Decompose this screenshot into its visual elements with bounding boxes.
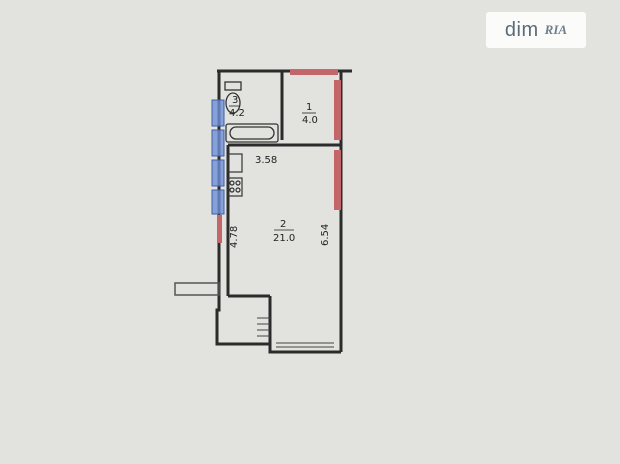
stairs <box>257 317 334 348</box>
dimension-right: 6.54 <box>320 224 331 246</box>
room-labels: 3 4.2 1 4.0 2 21.0 <box>229 95 318 244</box>
fixture-counter <box>211 189 225 215</box>
fixture-bath-end <box>211 129 225 157</box>
room-number-2: 2 <box>280 219 286 230</box>
toilet-icon <box>224 81 242 114</box>
wall-balcony <box>268 310 341 354</box>
windows <box>217 70 341 243</box>
entrance-frame <box>174 282 220 296</box>
room-number-1: 1 <box>306 102 312 113</box>
fixture-stove <box>211 159 225 187</box>
fixtures <box>211 99 225 215</box>
entrance <box>174 282 220 296</box>
stove-icon <box>227 177 243 197</box>
dimension-labels: 3.58 4.78 6.54 <box>229 155 331 248</box>
room-number-3: 3 <box>232 95 238 106</box>
wall-lower-left <box>215 296 270 346</box>
dimension-left: 4.78 <box>229 226 240 248</box>
fixture-sink <box>211 99 225 127</box>
watermark-text: dim <box>504 18 539 41</box>
window-right-lower <box>334 150 341 210</box>
window-left <box>217 215 222 243</box>
dimension-width: 3.58 <box>255 155 277 166</box>
window-right-upper <box>334 80 341 140</box>
kitchen-sink-icon <box>227 153 243 173</box>
room-area-1: 4.0 <box>302 115 318 126</box>
room-area-3: 4.2 <box>229 108 245 119</box>
watermark-logo: dim RIA <box>486 12 586 48</box>
bathtub-icon <box>225 123 279 143</box>
watermark-sub: RIA <box>544 22 568 37</box>
window-top <box>290 70 338 75</box>
room-area-2: 21.0 <box>273 233 295 244</box>
